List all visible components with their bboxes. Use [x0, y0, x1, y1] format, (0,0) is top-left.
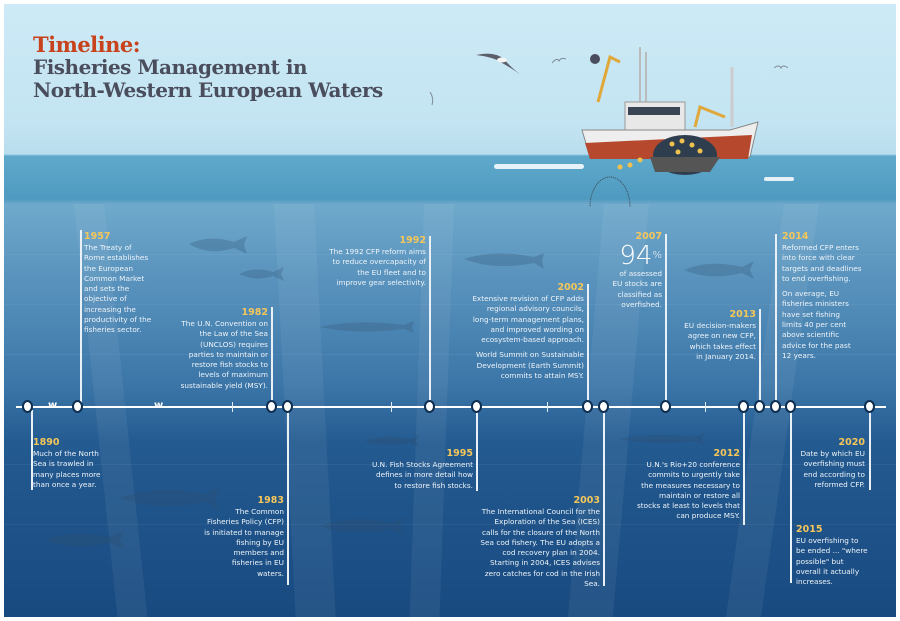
event-text: The International Council for the Explor… — [480, 507, 600, 589]
event-text: of assessed EU stocks are classified as … — [612, 269, 662, 309]
timeline-dot-1992[interactable] — [423, 400, 435, 413]
title-line: Fisheries Management in — [33, 55, 307, 79]
timeline-dot-1890[interactable] — [21, 400, 33, 413]
fish-icon — [119, 487, 219, 509]
event-text: World Summit on Sustainable Development … — [476, 350, 584, 381]
event-2003: 2003 The International Council for the E… — [479, 494, 600, 594]
timeline-axis — [16, 406, 886, 408]
event-2002: 2002 Extensive revision of CFP adds regi… — [469, 281, 584, 386]
event-year: 2020 — [838, 437, 865, 448]
event-text: U.N.'s Rio+20 conference commits to urge… — [636, 460, 740, 521]
timeline-dot-2007[interactable] — [659, 400, 671, 413]
event-year: 2002 — [557, 282, 584, 293]
event-year: 1957 — [84, 231, 111, 242]
event-year: 1982 — [241, 307, 268, 318]
timeline-dot-1995[interactable] — [470, 400, 482, 413]
event-year: 2013 — [729, 309, 756, 320]
infographic: Timeline: Fisheries Management in North-… — [4, 4, 896, 617]
axis-break-icon: w — [154, 400, 164, 411]
event-1995: 1995 U.N. Fish Stocks Agreement defines … — [369, 447, 473, 496]
fishing-trawler-illustration — [581, 47, 759, 207]
axis-break-icon: w — [48, 400, 58, 411]
fish-icon — [319, 517, 404, 535]
bird-icon — [429, 92, 434, 106]
event-1983: 1983 The Common Fisheries Policy (CFP) i… — [204, 494, 284, 584]
timeline-dot-2020[interactable] — [863, 400, 875, 413]
event-text: On average, EU fisheries ministers have … — [782, 289, 851, 360]
timeline-dot-1982[interactable] — [265, 400, 277, 413]
timeline-dot-2012[interactable] — [737, 400, 749, 413]
wave-foam — [494, 164, 584, 169]
fish-icon — [464, 253, 544, 269]
event-2007: 2007 94% of assessed EU stocks are class… — [609, 230, 662, 315]
fish-icon — [364, 435, 419, 447]
event-year: 2003 — [573, 495, 600, 506]
event-text: The U.N. Convention on the Law of the Se… — [180, 319, 268, 390]
event-2012: 2012 U.N.'s Rio+20 conference commits to… — [636, 447, 740, 527]
title-accent: Timeline: — [33, 32, 141, 57]
event-2020: 2020 Date by which EU overfishing must e… — [800, 436, 865, 495]
bird-icon — [774, 65, 788, 70]
event-year: 2015 — [796, 524, 823, 535]
event-2013: 2013 EU decision-makers agree on new CFP… — [684, 308, 756, 367]
event-text: U.N. Fish Stocks Agreement defines in mo… — [371, 460, 473, 490]
event-1982: 1982 The U.N. Convention on the Law of t… — [174, 306, 268, 396]
event-text: The Common Fisheries Policy (CFP) is ini… — [204, 507, 284, 578]
stat-unit: % — [652, 250, 662, 261]
stat-number: 94 — [619, 241, 653, 271]
timeline-dot-1983[interactable] — [281, 400, 293, 413]
event-year: 1995 — [446, 448, 473, 459]
fish-icon — [189, 236, 247, 254]
event-text: EU overfishing to be ended ... "where po… — [796, 536, 868, 587]
event-year: 2014 — [782, 231, 809, 242]
fish-icon — [44, 531, 124, 549]
event-1957: 1957 The Treaty of Rome establishes the … — [84, 230, 154, 341]
event-text: Extensive revision of CFP adds regional … — [472, 294, 584, 345]
fish-icon — [319, 321, 414, 333]
wave-foam — [764, 177, 794, 181]
fish-icon — [239, 267, 284, 281]
event-year: 1992 — [399, 235, 426, 246]
timeline-dot-2002[interactable] — [581, 400, 593, 413]
timeline-dot-2013[interactable] — [753, 400, 765, 413]
event-text: The 1992 CFP reform aims to reduce overc… — [329, 247, 426, 287]
timeline-dot-2014[interactable] — [769, 400, 781, 413]
event-text: Reformed CFP enters into force with clea… — [782, 243, 862, 283]
timeline-dot-2003[interactable] — [597, 400, 609, 413]
event-year: 1983 — [257, 495, 284, 506]
event-year: 2007 — [635, 231, 662, 242]
event-year: 1890 — [33, 437, 60, 448]
fish-icon — [619, 433, 704, 445]
event-year: 2012 — [713, 448, 740, 459]
event-text: Date by which EU overfishing must end ac… — [800, 449, 865, 489]
timeline-dot-1957[interactable] — [71, 400, 83, 413]
fish-icon — [684, 261, 754, 279]
event-2015: 2015 EU overfishing to be ended ... "whe… — [796, 523, 868, 592]
event-1890: 1890 Much of the North Sea is trawled in… — [33, 436, 101, 495]
timeline-dot-2015[interactable] — [784, 400, 796, 413]
event-text: EU decision-makers agree on new CFP, whi… — [684, 321, 756, 361]
bird-icon — [552, 57, 566, 64]
stat-value: 94% — [609, 243, 662, 269]
page-title: Timeline: Fisheries Management in North-… — [33, 33, 383, 102]
event-2014: 2014 Reformed CFP enters into force with… — [782, 230, 862, 366]
title-line: North-Western European Waters — [33, 78, 383, 102]
event-text: Much of the North Sea is trawled in many… — [33, 449, 101, 489]
seagull-icon — [476, 53, 524, 77]
event-text: The Treaty of Rome establishes the Europ… — [84, 243, 152, 335]
event-1992: 1992 The 1992 CFP reform aims to reduce … — [326, 234, 426, 293]
